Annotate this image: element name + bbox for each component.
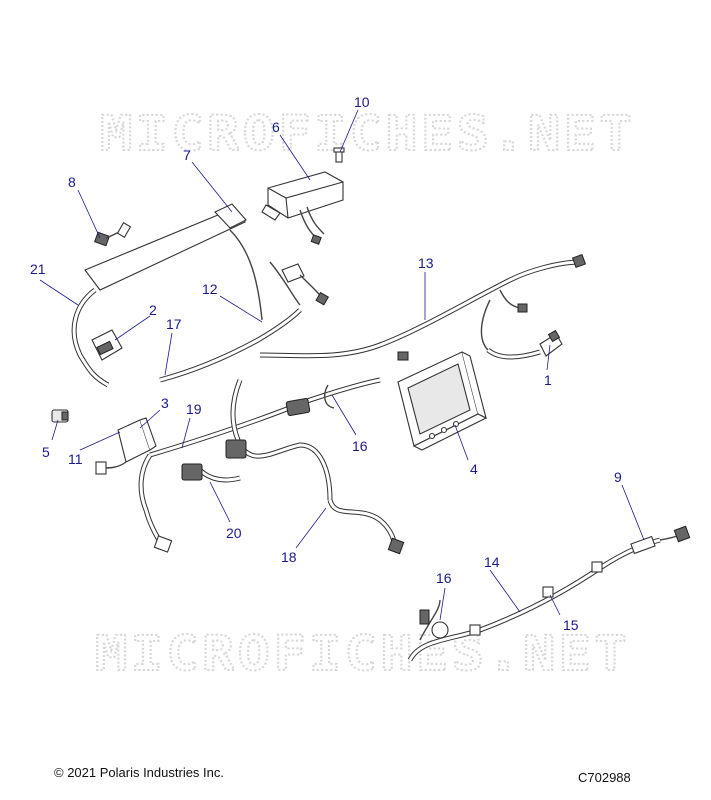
callout-13: 13 [418, 255, 434, 271]
callout-7: 7 [183, 147, 191, 163]
part-1-connector [539, 329, 563, 357]
part-5-plug [51, 409, 69, 423]
callout-12: 12 [202, 281, 218, 297]
callout-17: 17 [166, 316, 182, 332]
callout-10: 10 [354, 94, 370, 110]
callout-21: 21 [30, 261, 46, 277]
watermark-top: MICROFICHES.NET [100, 106, 635, 162]
callout-5: 5 [42, 444, 50, 460]
callout-20: 20 [226, 525, 242, 541]
part-3-module [95, 417, 157, 475]
part-2-connector [91, 329, 123, 361]
harness-13 [259, 259, 581, 359]
callout-4: 4 [470, 461, 478, 477]
part-4-display [397, 351, 488, 451]
callout-9: 9 [614, 469, 622, 485]
copyright-notice: © 2021 Polaris Industries Inc. [54, 765, 224, 780]
callout-14: 14 [484, 554, 500, 570]
leader-lines [39, 109, 645, 621]
callout-16b: 16 [436, 570, 452, 586]
callout-15: 15 [563, 617, 579, 633]
callout-2: 2 [149, 302, 157, 318]
callout-1: 1 [544, 372, 552, 388]
callout-19: 19 [186, 401, 202, 417]
part-7-sleeve [84, 203, 247, 291]
callout-6: 6 [272, 119, 280, 135]
callout-11: 11 [68, 451, 83, 467]
part-6-module [261, 171, 344, 245]
callout-18: 18 [281, 549, 297, 565]
part-15-clip [469, 561, 603, 636]
connector-12a [281, 263, 330, 306]
callout-8: 8 [68, 174, 76, 190]
part-9-connector [630, 525, 691, 555]
part-16-lower-connector [419, 599, 449, 641]
callout-3: 3 [161, 395, 169, 411]
drawing-number: C702988 [578, 770, 631, 785]
connector-16 [285, 384, 335, 416]
callout-16: 16 [352, 438, 368, 454]
part-10-bolt [333, 147, 345, 163]
watermark-bottom: MICROFICHES.NET [95, 626, 630, 682]
part-8-connector [94, 222, 132, 247]
callout-labels: 1 2 3 4 5 6 7 8 9 10 11 12 13 14 15 16 1… [30, 94, 622, 633]
connector-20a [181, 439, 247, 481]
